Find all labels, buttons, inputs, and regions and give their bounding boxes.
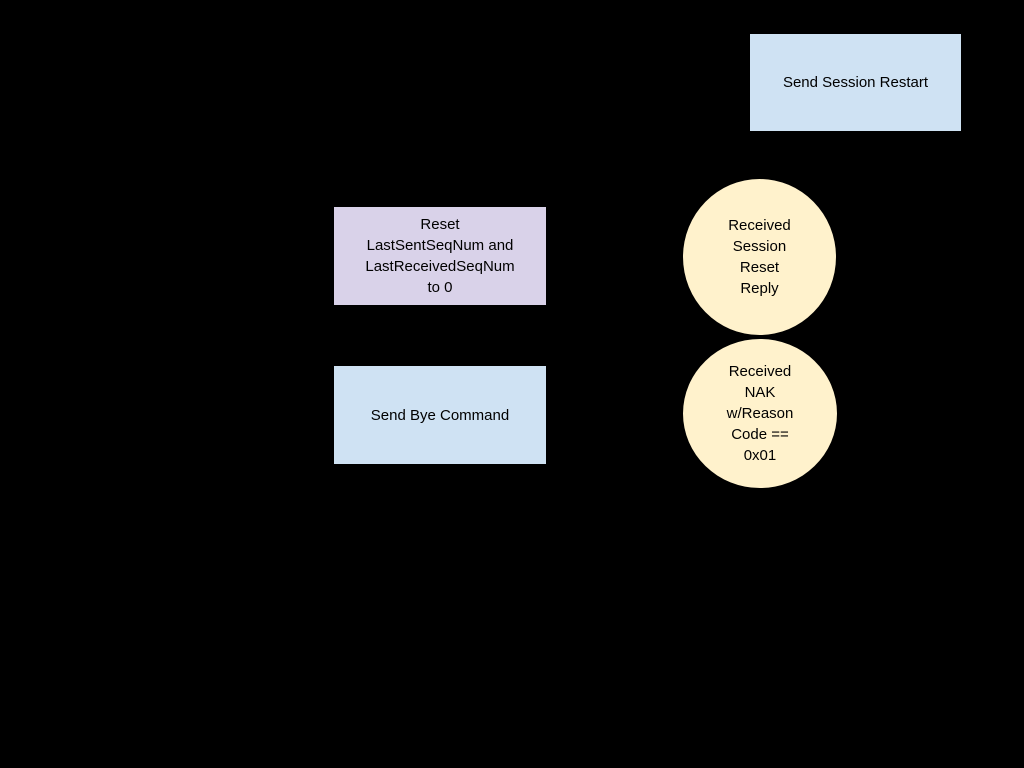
flowchart-circle-label: Received NAK w/Reason Code == 0x01: [726, 363, 794, 464]
flowchart-box-label: Reset LastSentSeqNum and LastReceivedSeq…: [365, 216, 515, 296]
flowchart-circle-received-nak: Received NAK w/Reason Code == 0x01: [682, 338, 838, 489]
flowchart-box-reset-seqnums: Reset LastSentSeqNum and LastReceivedSeq…: [333, 206, 547, 306]
flowchart-circle-label: Received Session Reset Reply: [728, 217, 791, 297]
flowchart-box-label: Send Bye Command: [370, 406, 510, 424]
flowchart-circle-received-session-reset-reply: Received Session Reset Reply: [682, 178, 837, 336]
flowchart-box-label: Send Session Restart: [782, 74, 929, 91]
flowchart-box-send-session-restart: Send Session Restart: [749, 33, 962, 132]
flowchart-box-send-bye-command: Send Bye Command: [333, 365, 547, 465]
